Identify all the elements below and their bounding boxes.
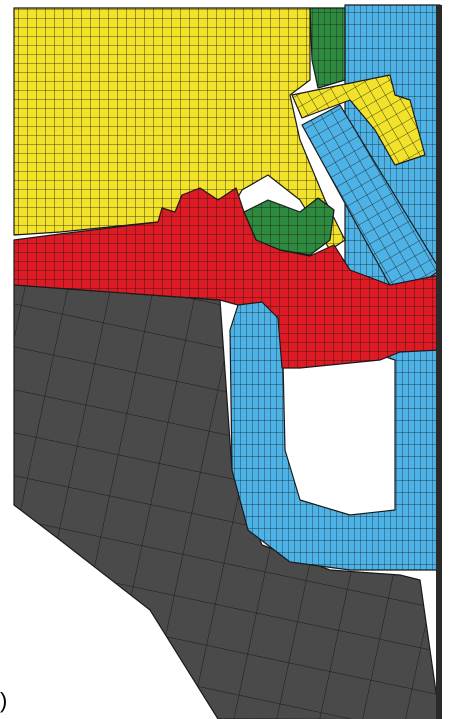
yellow-top-right-block-grid xyxy=(292,75,425,165)
right-edge-line xyxy=(436,5,442,719)
green-mesh-region xyxy=(243,7,346,256)
panel-label: ) xyxy=(0,688,8,713)
green-seal-grid xyxy=(244,198,334,255)
red-region-grid xyxy=(14,188,440,368)
green-top-grid xyxy=(310,8,345,88)
yellow-region-grid xyxy=(14,8,345,250)
gray-region-grid xyxy=(14,285,440,719)
red-mesh-region xyxy=(13,187,441,369)
blue-tilted-block-grid xyxy=(302,105,440,300)
yellow-mesh-region xyxy=(13,7,426,251)
